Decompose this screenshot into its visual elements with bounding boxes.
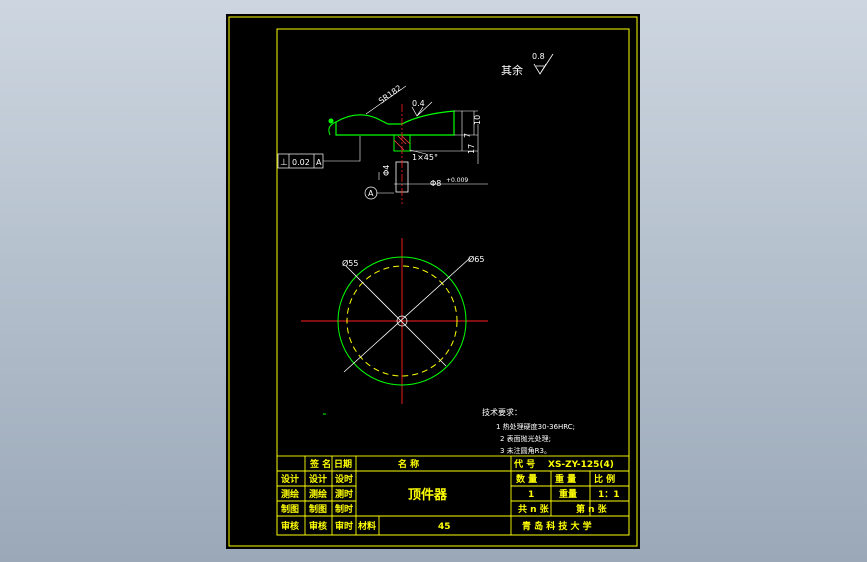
tb-date: 制时 xyxy=(335,503,353,515)
outer-border xyxy=(228,16,638,547)
tb-school: 青 岛 科 技 大 学 xyxy=(522,520,592,532)
tb-role: 审核 xyxy=(281,520,299,532)
dim-sphere-radius: SR182 xyxy=(377,83,403,105)
tb-role: 设计 xyxy=(281,473,299,485)
datum-circle xyxy=(364,186,378,200)
tb-role: 制图 xyxy=(281,503,299,515)
tb-code-label: 代 号 xyxy=(513,458,535,470)
section-view xyxy=(323,85,488,204)
tb-role: 测绘 xyxy=(281,488,299,500)
tb-sheet-no: 第 n 张 xyxy=(576,503,608,515)
plan-view xyxy=(301,238,488,404)
tolerance-datum: A xyxy=(316,158,322,167)
tb-material-label: 材料 xyxy=(357,520,376,532)
dim-height-7: 7 xyxy=(463,133,472,138)
drawing-sheet: 其余 0.8 SR182 0.4 10 7 17 1×45° xyxy=(226,14,640,549)
dim-chamfer: 1×45° xyxy=(412,153,438,162)
tb-sign: 制图 xyxy=(309,503,327,515)
cad-drawing: 其余 0.8 SR182 0.4 10 7 17 1×45° xyxy=(228,16,638,547)
tech-req-item: 1 热处理硬度30-36HRC; xyxy=(496,422,575,431)
roughness-symbol-icon xyxy=(533,53,554,75)
tb-part-name: 顶件器 xyxy=(408,487,448,503)
tech-req-item: 3 未注圆角R3。 xyxy=(500,446,551,455)
tb-code-value: XS-ZY-125(4) xyxy=(548,460,614,470)
title-block xyxy=(276,455,630,536)
tb-qty-hdr: 数 量 xyxy=(516,473,537,485)
dim-dia-55: Ø55 xyxy=(342,258,358,268)
tech-req-item: 2 表面抛光处理; xyxy=(500,434,551,443)
roughness-other-label: 其余 xyxy=(501,63,523,77)
tb-sheets-total: 共 n 张 xyxy=(518,503,550,515)
tb-qty: 1 xyxy=(528,490,534,500)
tolerance-frame: ⊥ 0.02 A xyxy=(277,153,324,169)
dim-pin-tolerance: +0.009 xyxy=(446,177,468,184)
dim-roughness-top: 0.4 xyxy=(412,99,425,108)
tech-req-title: 技术要求： xyxy=(482,407,522,417)
tb-sign: 设计 xyxy=(309,473,327,485)
roughness-other-value: 0.8 xyxy=(532,52,545,61)
dim-height-17: 17 xyxy=(467,144,476,154)
tb-material: 45 xyxy=(438,522,451,532)
datum-label: A xyxy=(368,189,374,198)
tb-weight-hdr: 重 量 xyxy=(555,473,576,485)
tb-date: 审时 xyxy=(335,520,353,532)
tb-date: 测时 xyxy=(335,488,353,500)
dim-pin-diameter: Φ8 xyxy=(430,179,441,188)
tolerance-value: 0.02 xyxy=(292,158,310,167)
tb-sign: 审核 xyxy=(309,520,327,532)
tb-hdr-sign: 签 名 xyxy=(309,458,331,470)
dim-small-dia: Φ4 xyxy=(382,165,391,176)
tb-name-label: 名 称 xyxy=(398,458,419,470)
dim-height-10: 10 xyxy=(473,115,482,125)
perpendicularity-icon: ⊥ xyxy=(280,158,288,168)
tb-scale: 1：1 xyxy=(598,490,620,500)
tb-scale-hdr: 比 例 xyxy=(594,473,615,485)
dim-dia-65: Ø65 xyxy=(468,254,484,264)
tb-sign: 测绘 xyxy=(309,488,327,500)
tb-hdr-date: 日期 xyxy=(334,458,352,470)
tb-weight: 重量 xyxy=(559,488,577,500)
tb-date: 设时 xyxy=(335,473,353,485)
